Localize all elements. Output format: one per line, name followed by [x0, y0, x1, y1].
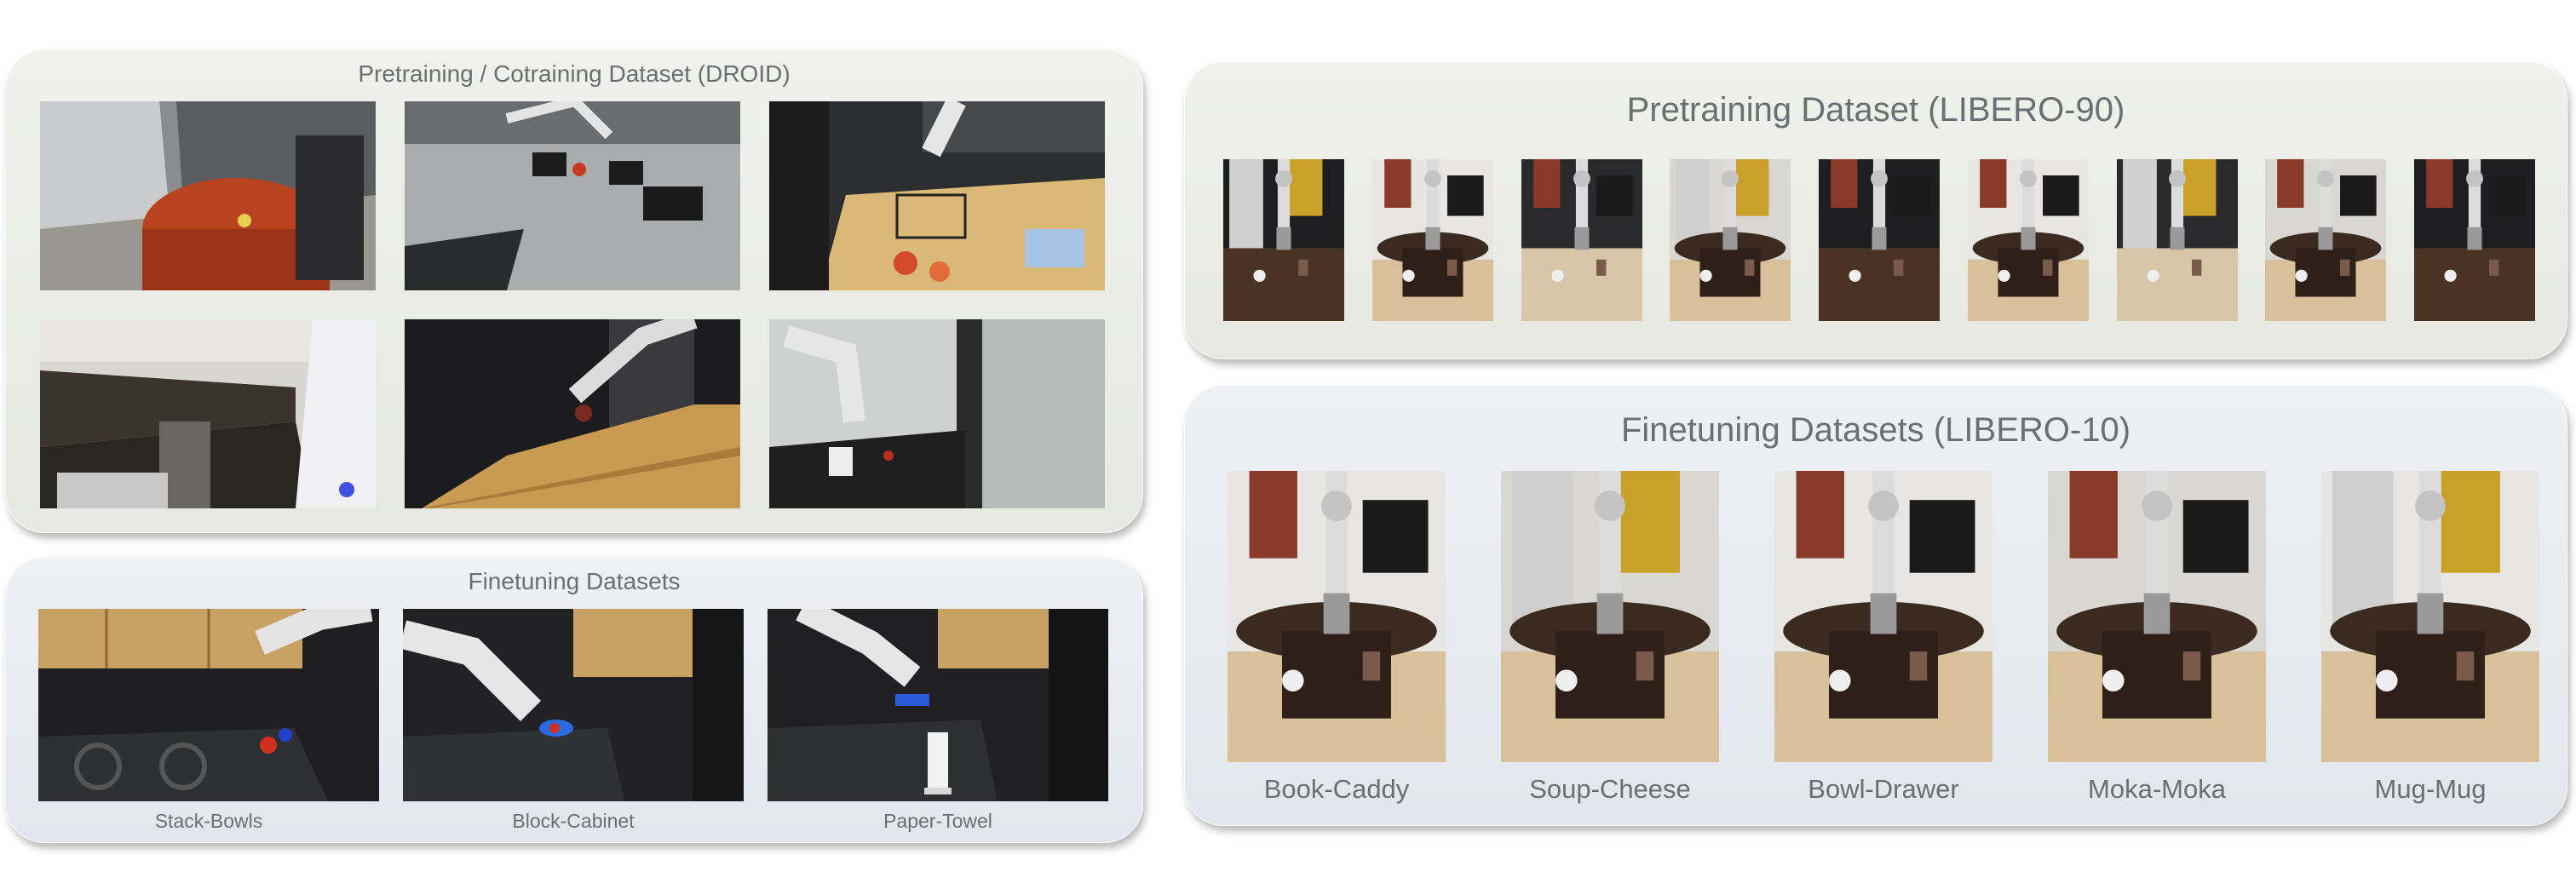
- libero90-scene-image: [2414, 159, 2535, 321]
- libero10-bowl-drawer-image: [1774, 471, 1992, 762]
- droid-panel-title: Pretraining / Cotraining Dataset (DROID): [358, 60, 791, 87]
- block-cabinet-caption: Block-Cabinet: [512, 810, 635, 832]
- libero10-thumbnail-row: Book-Caddy Soup-Cheese Bowl-Drawer Moka-Mok…: [1228, 471, 2539, 812]
- stack-bowls-caption: Stack-Bowls: [154, 810, 263, 832]
- libero90-scene-image: [1521, 159, 1642, 321]
- libero10-moka-moka-image: [2048, 471, 2266, 762]
- droid-pretraining-panel: Pretraining / Cotraining Dataset (DROID): [5, 49, 1143, 533]
- libero90-panel-title: Pretraining Dataset (LIBERO-90): [1626, 91, 2125, 129]
- libero10-mug-mug-image: [2321, 471, 2539, 762]
- droid-image-wooden-table-dark: [405, 319, 740, 508]
- libero90-scene-image: [1670, 159, 1791, 321]
- paper-towel-image: [768, 609, 1108, 801]
- libero10-bowl-drawer-caption: Bowl-Drawer: [1808, 774, 1959, 804]
- libero90-scene-image: [2265, 159, 2387, 321]
- libero90-scene-image: [1819, 159, 1940, 321]
- libero10-panel-title: Finetuning Datasets (LIBERO-10): [1620, 411, 2131, 449]
- libero10-mug-mug-caption: Mug-Mug: [2374, 774, 2487, 804]
- libero90-scene-image: [2116, 159, 2238, 321]
- libero10-book-caddy-image: [1228, 471, 1446, 762]
- real-finetuning-panel: Finetuning Datasets: [5, 557, 1143, 843]
- libero10-book-caddy-caption: Book-Caddy: [1263, 774, 1410, 804]
- droid-image-gray-table-black-boxes: [405, 101, 740, 290]
- real-finetune-panel-title: Finetuning Datasets: [468, 568, 681, 594]
- libero10-soup-cheese-caption: Soup-Cheese: [1529, 774, 1691, 804]
- libero10-moka-moka-caption: Moka-Moka: [2088, 774, 2226, 804]
- droid-image-white-cup-black-table: [769, 319, 1105, 508]
- droid-image-living-room-table: [40, 101, 376, 290]
- libero90-pretraining-panel: Pretraining Dataset (LIBERO-90): [1184, 61, 2567, 359]
- libero90-scene-image: [1371, 159, 1493, 321]
- block-cabinet-image: [403, 609, 744, 801]
- paper-towel-caption: Paper-Towel: [883, 810, 992, 832]
- libero90-scene-image: [1967, 159, 2089, 321]
- stack-bowls-image: [38, 609, 379, 801]
- libero10-finetuning-panel: Finetuning Datasets (LIBERO-10) Book-Cad…: [1184, 385, 2567, 826]
- libero90-scene-image: [1223, 159, 1344, 321]
- libero10-soup-cheese-image: [1501, 471, 1719, 762]
- droid-image-kitchen-counter-items: [769, 101, 1105, 290]
- libero90-thumbnail-row: [1223, 159, 2535, 321]
- droid-image-kitchen-wide: [40, 319, 376, 508]
